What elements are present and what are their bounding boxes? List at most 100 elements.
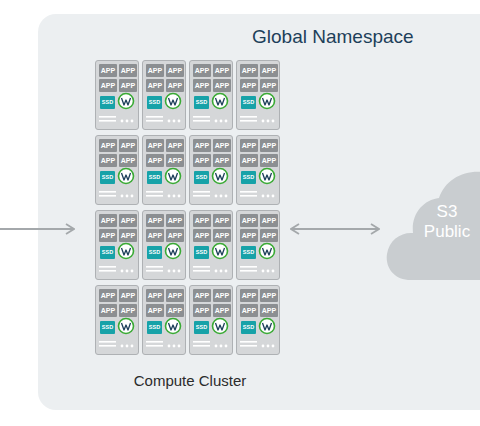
server-box: APPAPPAPPAPPSSD: [142, 135, 186, 205]
namespace-panel: APPAPPAPPAPPSSDAPPAPPAPPAPPSSDAPPAPPAPPA…: [38, 14, 480, 410]
app-tile: APP: [166, 289, 184, 302]
ssd-chip: SSD: [147, 96, 162, 109]
server-box: APPAPPAPPAPPSSD: [189, 285, 233, 355]
app-tile: APP: [240, 229, 258, 242]
app-tile: APP: [166, 214, 184, 227]
app-tile: APP: [146, 139, 164, 152]
app-tile: APP: [146, 229, 164, 242]
app-tile: APP: [213, 289, 231, 302]
app-tile: APP: [213, 229, 231, 242]
ssd-chip: SSD: [194, 171, 209, 184]
ssd-chip: SSD: [241, 321, 256, 334]
server-box: APPAPPAPPAPPSSD: [142, 60, 186, 130]
app-tile: APP: [99, 229, 117, 242]
server-symbol: [240, 244, 275, 273]
app-tile: APP: [146, 64, 164, 77]
app-tile: APP: [240, 304, 258, 317]
app-tile: APP: [193, 304, 211, 317]
server-symbol: [240, 319, 275, 348]
app-tile: APP: [213, 214, 231, 227]
connector-arrow: [291, 228, 379, 230]
app-tile: APP: [166, 64, 184, 77]
server-box: APPAPPAPPAPPSSD: [236, 135, 280, 205]
server-box: APPAPPAPPAPPSSD: [236, 210, 280, 280]
app-tile: APP: [119, 79, 137, 92]
server-symbol: [146, 244, 181, 273]
app-tile: APP: [260, 139, 278, 152]
app-tile: APP: [260, 154, 278, 167]
app-tile: APP: [193, 139, 211, 152]
app-tile: APP: [193, 229, 211, 242]
server-box: APPAPPAPPAPPSSD: [95, 135, 139, 205]
cloud-label: S3 Public: [419, 202, 475, 241]
server-symbol: [193, 244, 228, 273]
server-box: APPAPPAPPAPPSSD: [95, 60, 139, 130]
app-tile: APP: [213, 139, 231, 152]
ssd-chip: SSD: [241, 246, 256, 259]
server-symbol: [99, 169, 134, 198]
app-tile: APP: [146, 79, 164, 92]
ssd-chip: SSD: [147, 171, 162, 184]
app-tile: APP: [260, 304, 278, 317]
app-tile: APP: [193, 64, 211, 77]
app-tile: APP: [260, 214, 278, 227]
incoming-arrow: [0, 228, 74, 230]
app-tile: APP: [99, 214, 117, 227]
ssd-chip: SSD: [194, 96, 209, 109]
server-box: APPAPPAPPAPPSSD: [142, 210, 186, 280]
ssd-chip: SSD: [100, 96, 115, 109]
app-tile: APP: [193, 79, 211, 92]
server-box: APPAPPAPPAPPSSD: [236, 60, 280, 130]
app-tile: APP: [240, 289, 258, 302]
app-tile: APP: [166, 229, 184, 242]
app-tile: APP: [146, 214, 164, 227]
app-tile: APP: [193, 289, 211, 302]
app-tile: APP: [166, 79, 184, 92]
server-symbol: [146, 94, 181, 123]
server-symbol: [99, 244, 134, 273]
cluster-group: APPAPPAPPAPPSSDAPPAPPAPPAPPSSDAPPAPPAPPA…: [95, 60, 285, 398]
server-symbol: [193, 319, 228, 348]
app-tile: APP: [166, 139, 184, 152]
app-tile: APP: [166, 304, 184, 317]
app-tile: APP: [166, 154, 184, 167]
server-symbol: [146, 169, 181, 198]
cluster-label: Compute Cluster: [95, 372, 285, 389]
app-tile: APP: [193, 154, 211, 167]
app-tile: APP: [213, 64, 231, 77]
app-tile: APP: [99, 304, 117, 317]
ssd-chip: SSD: [241, 171, 256, 184]
app-tile: APP: [99, 139, 117, 152]
app-tile: APP: [260, 79, 278, 92]
ssd-chip: SSD: [100, 321, 115, 334]
server-box: APPAPPAPPAPPSSD: [142, 285, 186, 355]
server-symbol: [99, 94, 134, 123]
ssd-chip: SSD: [241, 96, 256, 109]
ssd-chip: SSD: [194, 321, 209, 334]
app-tile: APP: [119, 154, 137, 167]
server-box: APPAPPAPPAPPSSD: [189, 60, 233, 130]
app-tile: APP: [99, 79, 117, 92]
server-box: APPAPPAPPAPPSSD: [236, 285, 280, 355]
app-tile: APP: [213, 154, 231, 167]
app-tile: APP: [99, 289, 117, 302]
app-tile: APP: [260, 229, 278, 242]
ssd-chip: SSD: [100, 246, 115, 259]
app-tile: APP: [240, 79, 258, 92]
cloud-shape: S3 Public: [385, 168, 480, 290]
server-box: APPAPPAPPAPPSSD: [95, 285, 139, 355]
app-tile: APP: [240, 64, 258, 77]
app-tile: APP: [193, 214, 211, 227]
app-tile: APP: [99, 64, 117, 77]
ssd-chip: SSD: [100, 171, 115, 184]
cloud-fill: [387, 172, 480, 280]
server-symbol: [193, 169, 228, 198]
app-tile: APP: [146, 289, 164, 302]
app-tile: APP: [119, 289, 137, 302]
app-tile: APP: [213, 304, 231, 317]
app-tile: APP: [119, 304, 137, 317]
ssd-chip: SSD: [194, 246, 209, 259]
server-box: APPAPPAPPAPPSSD: [189, 210, 233, 280]
